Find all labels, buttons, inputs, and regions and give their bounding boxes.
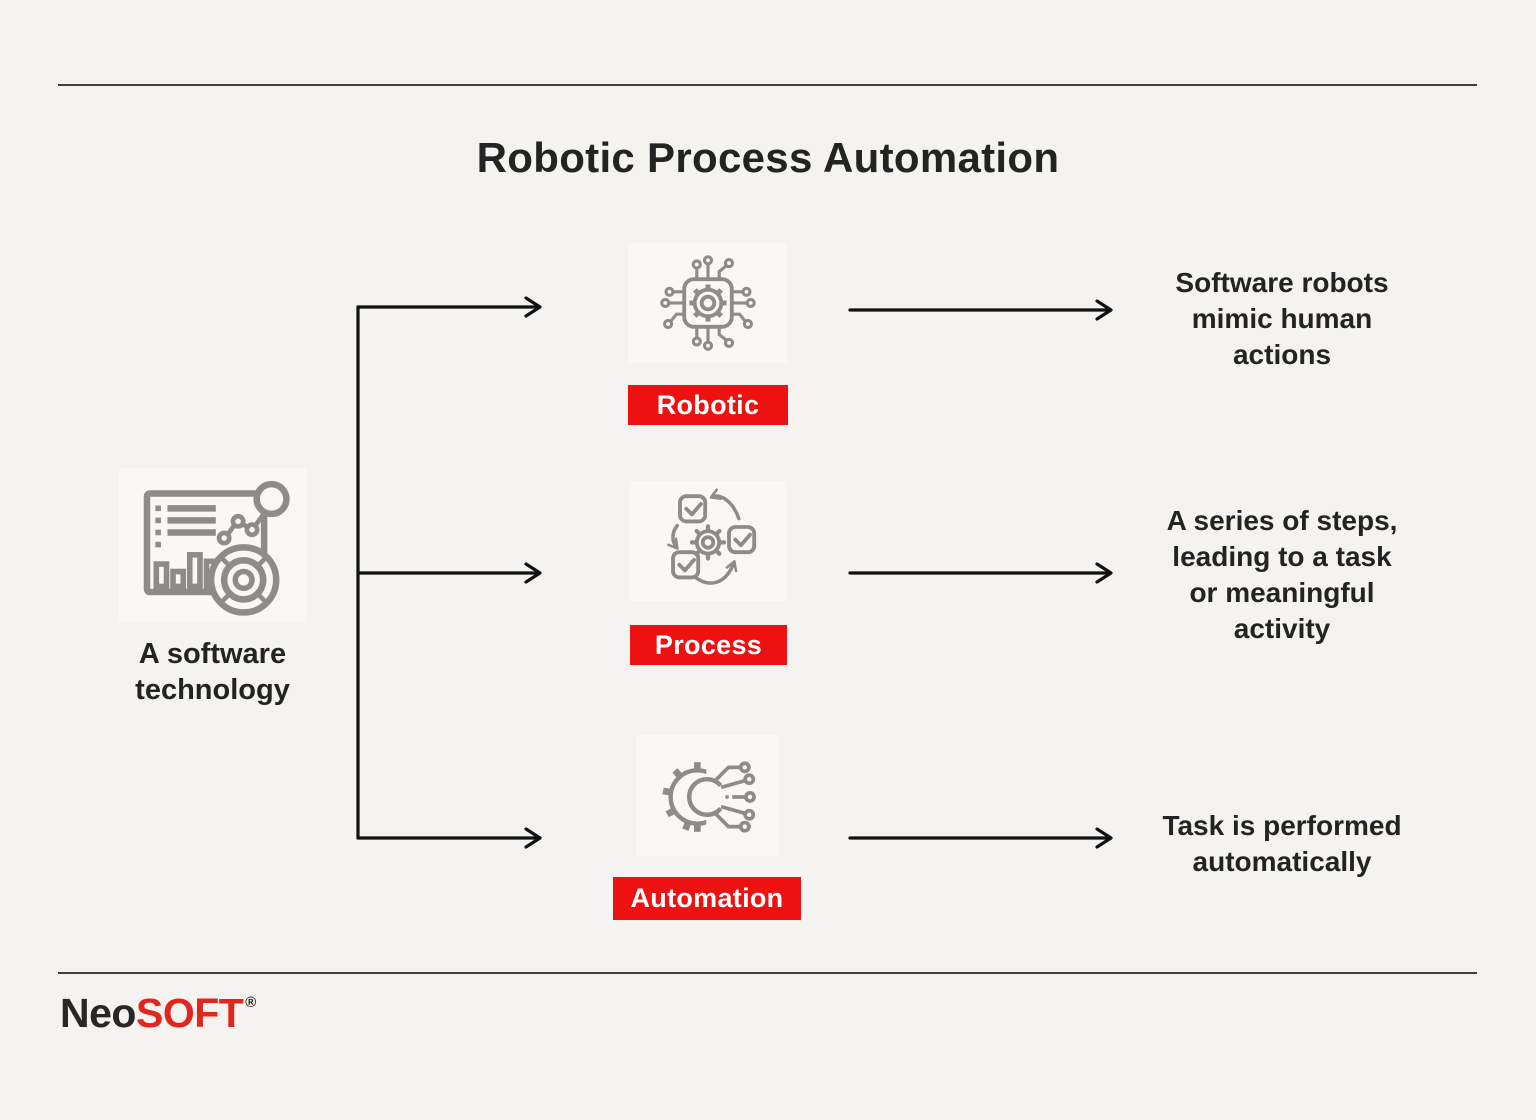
software-technology-tile (119, 468, 306, 622)
automation-tile (636, 735, 778, 856)
robotic-label-badge: Robotic (628, 385, 788, 425)
logo-text-neo: Neo (60, 990, 136, 1036)
robotic-tile (628, 243, 787, 363)
bottom-divider (58, 972, 1477, 974)
description-line: A series of steps, (1166, 505, 1398, 536)
chip-circuit-icon (659, 255, 756, 351)
description-line: mimic human (1191, 303, 1373, 334)
source-label-line: technology (135, 674, 290, 706)
process-tile (630, 481, 786, 601)
logo-text-soft: SOFT (135, 990, 244, 1036)
description-line: Task is performed (1162, 810, 1402, 841)
description-line: actions (1232, 339, 1332, 370)
automation-circuit-gear-icon (662, 761, 756, 833)
source-label: A software technology (60, 636, 365, 708)
description-line: activity (1233, 613, 1331, 644)
source-label-line: A software (138, 638, 287, 670)
description-line: leading to a task (1172, 541, 1392, 572)
automation-label-badge: Automation (613, 877, 801, 920)
process-label-badge: Process (630, 625, 787, 665)
page-title: Robotic Process Automation (476, 134, 1060, 181)
analytics-dashboard-icon (143, 480, 290, 616)
description-line: or meaningful (1189, 577, 1375, 608)
process-description: A series of steps, leading to a task or … (1122, 503, 1442, 647)
robotic-description: Software robots mimic human actions (1122, 265, 1442, 373)
top-divider (58, 84, 1477, 86)
neosoft-logo: NeoSOFT® (60, 990, 256, 1037)
registered-trademark-symbol: ® (245, 994, 256, 1011)
process-cycle-icon (667, 488, 757, 585)
description-line: automatically (1192, 846, 1372, 877)
automation-description: Task is performed automatically (1122, 808, 1442, 880)
description-line: Software robots (1175, 267, 1389, 298)
